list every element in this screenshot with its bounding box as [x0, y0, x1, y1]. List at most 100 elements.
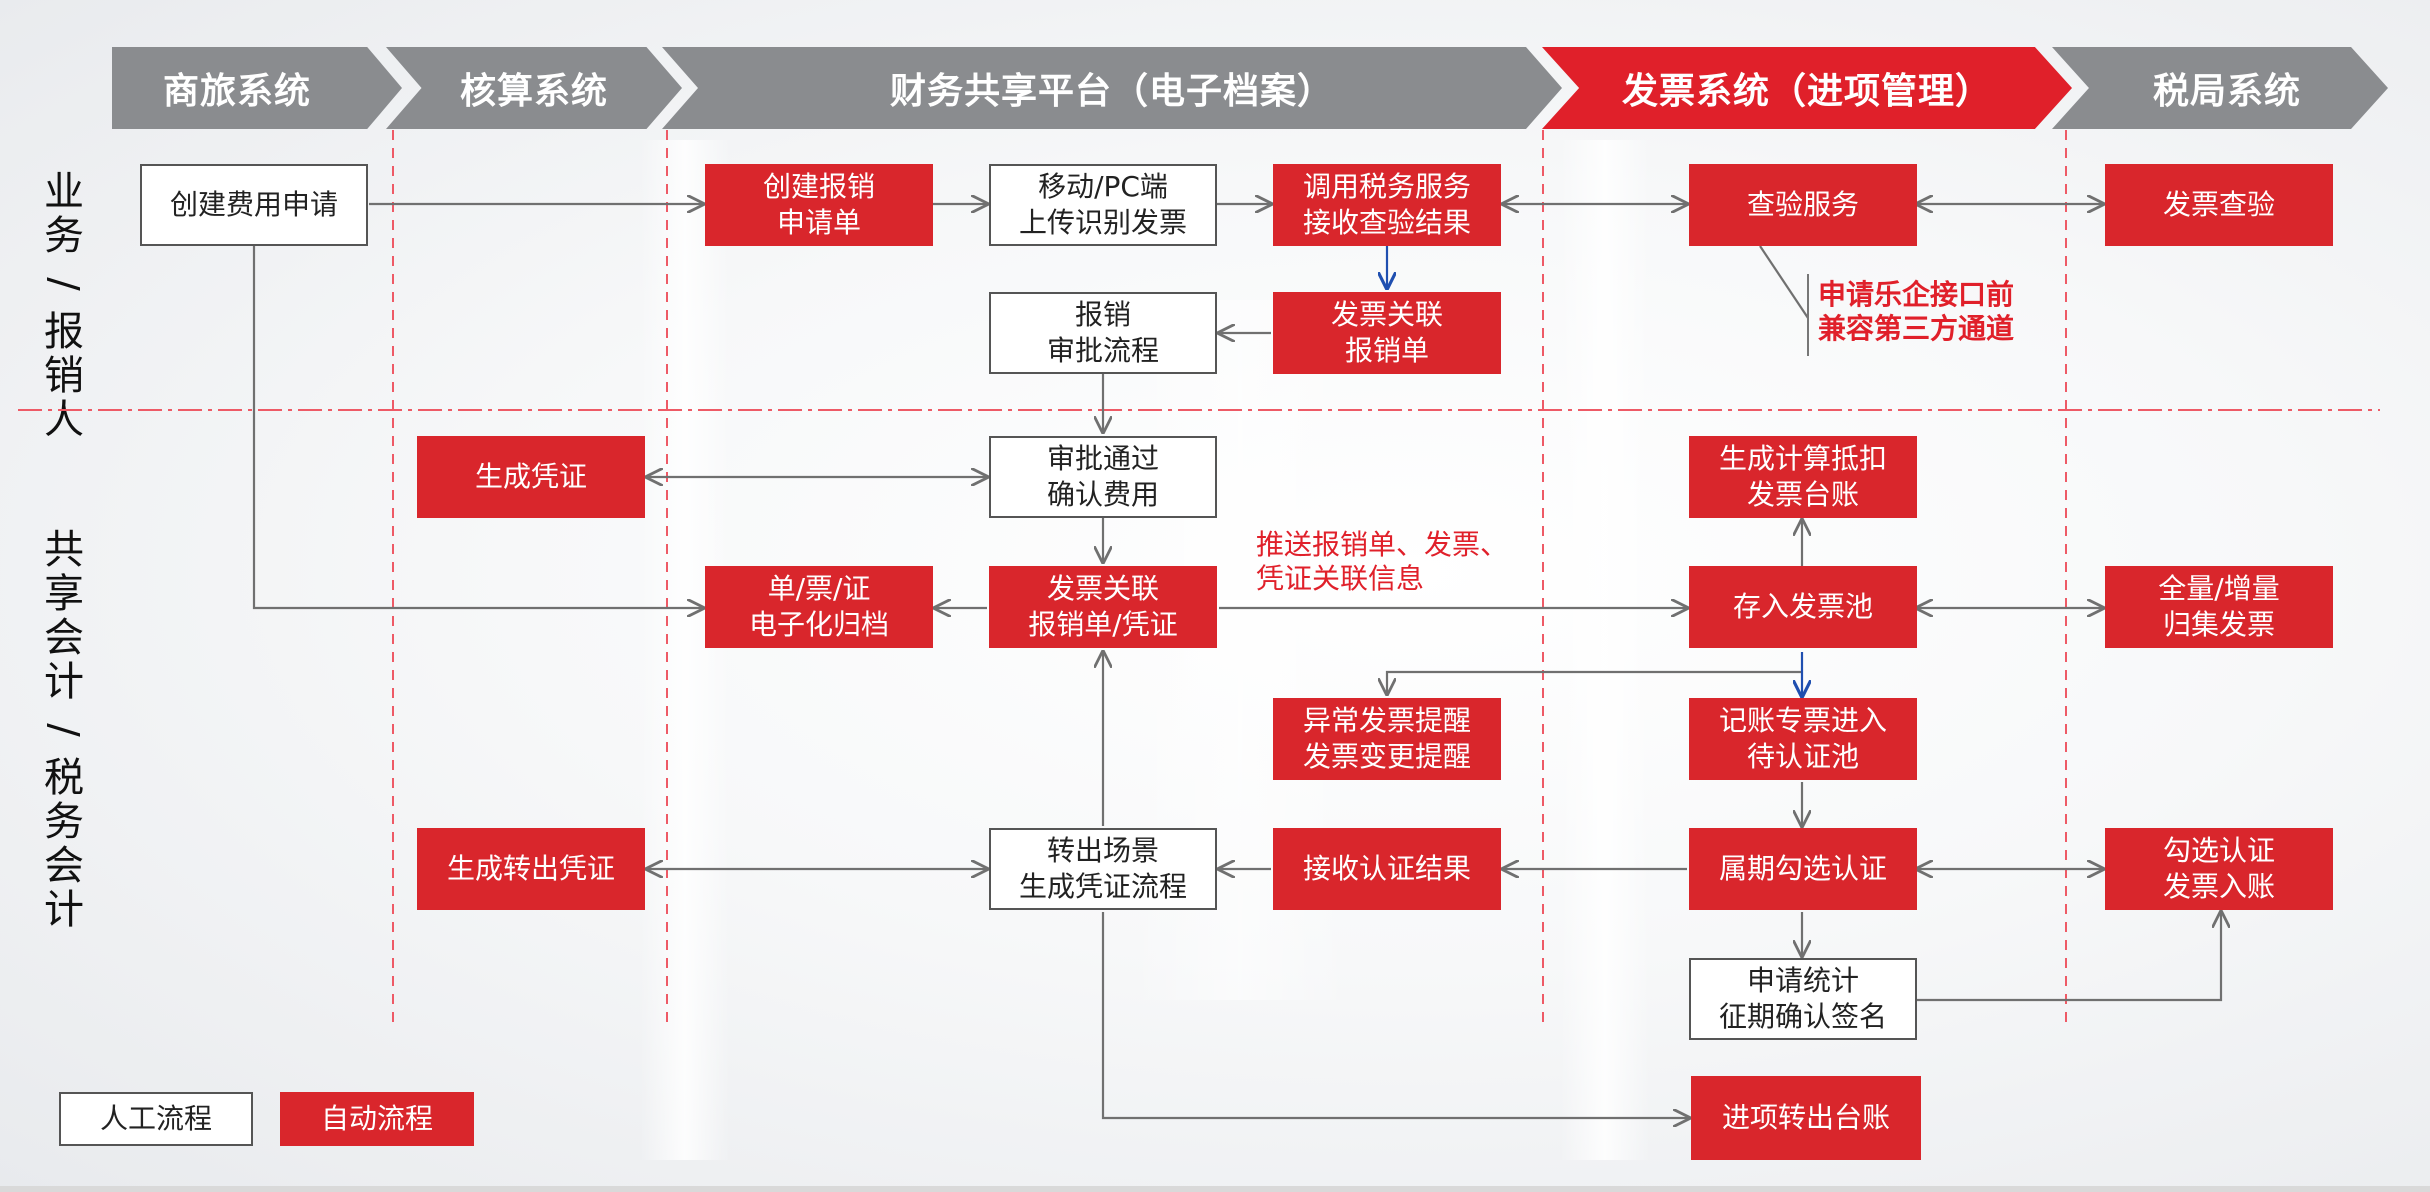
legend-text: 人工流程 [99, 1102, 212, 1135]
lane-char: 税 [44, 755, 84, 801]
lane-label-accounting: 共 享 会 计 / 税 务 会 计 [32, 528, 96, 932]
node-text: 全量/增量 [2158, 572, 2280, 605]
note-leader-line [1759, 245, 1809, 319]
background-column [640, 140, 730, 1160]
node-invoice-check: 发票查验 [2105, 164, 2333, 246]
node-text: 属期勾选认证 [1718, 852, 1887, 885]
node-approve-confirm: 审批通过 确认费用 [989, 436, 1217, 518]
node-text: 上传识别发票 [1018, 206, 1187, 239]
node-text: 调用税务服务 [1302, 170, 1471, 203]
node-text: 创建报销 [762, 170, 875, 203]
node-transfer-scene: 转出场景 生成凭证流程 [989, 828, 1217, 910]
node-text: 归集发票 [2162, 608, 2275, 641]
lane-char: 计 [44, 887, 84, 933]
arrow-transfer-to-ledger [1101, 912, 1689, 1118]
lane-char: 报 [44, 309, 84, 355]
node-text: 发票关联 [1330, 298, 1443, 331]
lane-char: 会 [44, 843, 84, 889]
bottom-strip [0, 1186, 2430, 1192]
node-text: 报销 [1074, 298, 1131, 331]
note-text: 推送报销单、发票、 [1256, 528, 1509, 561]
node-text: 创建费用申请 [169, 188, 338, 221]
stage-tax-bureau: 税局系统 [2052, 47, 2388, 129]
lane-char: 计 [44, 659, 84, 705]
note-text: 凭证关联信息 [1256, 562, 1425, 595]
node-text: 电子化归档 [748, 608, 889, 641]
node-collect-invoices: 全量/增量 归集发票 [2105, 566, 2333, 648]
node-generate-transfer-voucher: 生成转出凭证 [417, 828, 645, 910]
node-text: 报销单/凭证 [1028, 608, 1178, 641]
node-reimbursement-approval: 报销 审批流程 [989, 292, 1217, 374]
lane-char: 业 [44, 169, 84, 215]
node-store-invoice-pool: 存入发票池 [1689, 566, 1917, 648]
node-period-certification: 属期勾选认证 [1689, 828, 1917, 910]
node-text: 审批流程 [1046, 334, 1159, 367]
node-text: 生成计算抵扣 [1718, 442, 1887, 475]
background-column [1560, 140, 1650, 1160]
lane-char: 务 [44, 213, 84, 259]
note-interface: 申请乐企接口前 兼容第三方通道 [1818, 278, 2014, 346]
lane-label-business: 业 务 / 报 销 人 [32, 170, 96, 442]
stage-label: 核算系统 [459, 71, 608, 112]
node-abnormal-alert: 异常发票提醒 发票变更提醒 [1273, 698, 1501, 780]
node-generate-voucher: 生成凭证 [417, 436, 645, 518]
node-text: 申请统计 [1746, 964, 1859, 997]
stage-label: 商旅系统 [162, 71, 311, 112]
node-apply-statistics: 申请统计 征期确认签名 [1689, 958, 1917, 1040]
arrow-pool-to-abnormal [1387, 670, 1802, 694]
node-text: 勾选认证 [2162, 834, 2275, 867]
lane-char: 务 [44, 799, 84, 845]
node-call-tax-service: 调用税务服务 接收查验结果 [1273, 164, 1501, 246]
node-text: 生成转出凭证 [446, 852, 615, 885]
node-receive-certification: 接收认证结果 [1273, 828, 1501, 910]
legend-text: 自动流程 [320, 1102, 433, 1135]
node-text: 发票台账 [1746, 478, 1859, 511]
note-push-info: 推送报销单、发票、 凭证关联信息 [1256, 528, 1508, 596]
node-text: 审批通过 [1046, 442, 1159, 475]
node-text: 申请单 [776, 206, 861, 239]
lane-char: 销 [44, 353, 84, 399]
node-text: 征期确认签名 [1718, 1000, 1887, 1033]
lane-char: 共 [44, 527, 84, 573]
node-text: 发票变更提醒 [1302, 740, 1471, 773]
arrow-stat-to-select [1917, 912, 2221, 1002]
note-text: 兼容第三方通道 [1818, 312, 2015, 345]
node-transfer-ledger: 进项转出台账 [1691, 1076, 1921, 1160]
stage-accounting-system: 核算系统 [386, 47, 682, 129]
lane-char: 享 [44, 571, 84, 617]
node-text: 发票关联 [1046, 572, 1159, 605]
note-text: 申请乐企接口前 [1818, 278, 2015, 311]
node-text: 生成凭证 [474, 460, 587, 493]
legend-auto: 自动流程 [280, 1092, 474, 1146]
node-check-service: 查验服务 [1689, 164, 1917, 246]
node-select-certification: 勾选认证 发票入账 [2105, 828, 2333, 910]
node-create-reimbursement: 创建报销 申请单 [705, 164, 933, 246]
stage-label: 税局系统 [2152, 71, 2301, 112]
legend-manual: 人工流程 [59, 1092, 253, 1146]
node-text: 接收查验结果 [1302, 206, 1471, 239]
stage-invoice-system: 发票系统（进项管理） [1542, 47, 2072, 129]
node-text: 记账专票进入 [1718, 704, 1887, 737]
node-text: 单/票/证 [767, 572, 871, 605]
node-text: 进项转出台账 [1721, 1101, 1890, 1134]
arrow-fee-to-archive [252, 245, 703, 608]
node-link-invoice-voucher: 发票关联 报销单/凭证 [989, 566, 1217, 648]
node-special-invoice-pool: 记账专票进入 待认证池 [1689, 698, 1917, 780]
node-text: 报销单 [1344, 334, 1429, 367]
node-text: 存入发票池 [1732, 590, 1873, 623]
node-text: 确认费用 [1046, 478, 1159, 511]
node-text: 转出场景 [1046, 834, 1159, 867]
node-text: 发票查验 [2162, 188, 2275, 221]
node-text: 待认证池 [1746, 740, 1859, 773]
stage-label: 发票系统（进项管理） [1621, 71, 1992, 112]
stage-travel-system: 商旅系统 [112, 47, 402, 129]
lane-char: 人 [44, 397, 84, 443]
lane-char: 会 [44, 615, 84, 661]
node-upload-invoice: 移动/PC端 上传识别发票 [989, 164, 1217, 246]
node-text: 发票入账 [2162, 870, 2275, 903]
stage-shared-platform: 财务共享平台（电子档案） [662, 47, 1562, 129]
node-link-invoice-reimbursement: 发票关联 报销单 [1273, 292, 1501, 374]
node-text: 接收认证结果 [1302, 852, 1471, 885]
